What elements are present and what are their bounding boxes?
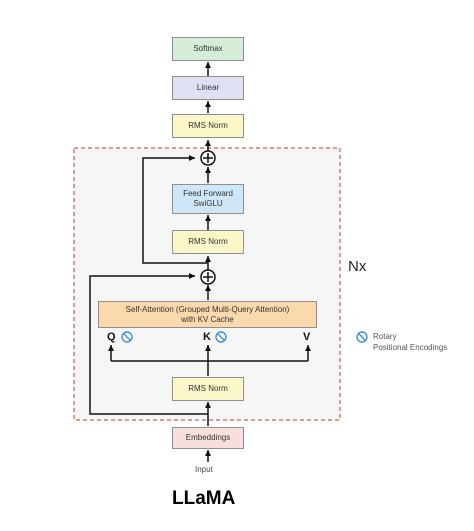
final-rms-norm-label: RMS Norm <box>188 121 228 130</box>
self-attention-block: Self-Attention (Grouped Multi-Query Atte… <box>98 301 317 328</box>
k-label: K <box>203 331 211 343</box>
q-label: Q <box>107 331 116 343</box>
kv-cache-label: with KV Cache <box>181 314 234 324</box>
legend-rotary-label: Rotary <box>373 332 397 341</box>
softmax-block: Softmax <box>172 37 244 61</box>
v-label: V <box>303 331 311 343</box>
feed-forward-label: Feed Forward <box>183 189 233 198</box>
feed-forward-block: Feed Forward SwiGLU <box>172 184 244 214</box>
attn-rms-norm-label: RMS Norm <box>188 384 228 393</box>
linear-label: Linear <box>196 83 220 92</box>
rotary-icon-q <box>121 331 133 343</box>
ffn-rms-norm-block: RMS Norm <box>172 230 244 254</box>
rotary-encoding-icon <box>356 331 368 343</box>
ffn-rms-norm-label: RMS Norm <box>188 237 228 246</box>
swiglu-label: SwiGLU <box>193 199 223 208</box>
embeddings-label: Embeddings <box>185 433 231 442</box>
legend-positional-encodings-label: Positional Encodings <box>373 343 448 352</box>
attn-rms-norm-block: RMS Norm <box>172 377 244 401</box>
softmax-label: Softmax <box>193 44 223 53</box>
embeddings-block: Embeddings <box>172 427 244 449</box>
add-node-upper <box>200 150 216 166</box>
repeat-nx-label: Nx <box>348 258 367 275</box>
rotary-icon-k <box>215 331 227 343</box>
add-node-lower <box>200 269 216 285</box>
linear-block: Linear <box>172 76 244 100</box>
final-rms-norm-block: RMS Norm <box>172 114 244 138</box>
self-attention-label: Self-Attention (Grouped Multi-Query Atte… <box>125 304 290 314</box>
input-label: Input <box>195 465 213 474</box>
diagram-title: LLaMA <box>172 488 236 509</box>
